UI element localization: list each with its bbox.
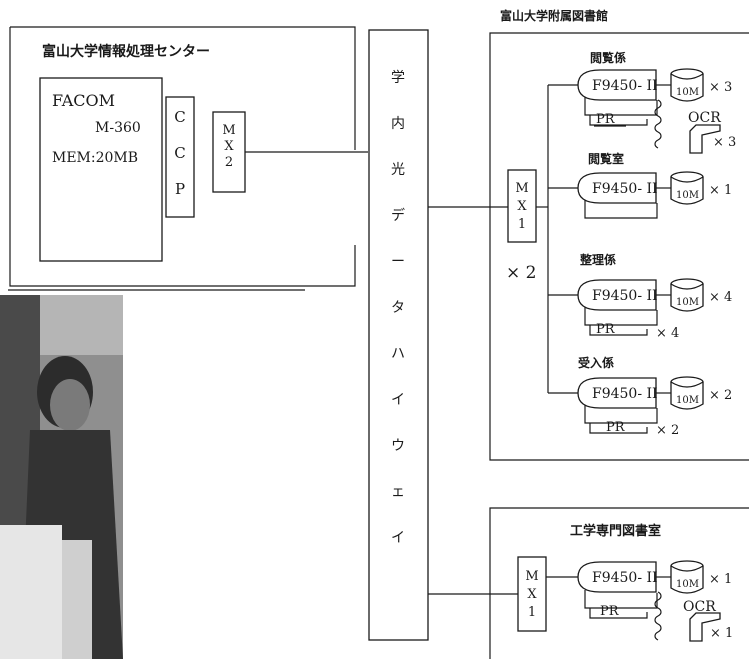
mx2-box: M X 2 [212, 111, 246, 193]
disk-count: × 1 [709, 572, 732, 587]
mx2-letter: 2 [225, 155, 233, 170]
terminal-label: F9450- II [592, 570, 658, 586]
mx1-letter: X [527, 587, 537, 602]
printer-label: PR [600, 604, 620, 619]
highway-char: ウ [391, 438, 405, 454]
disk-label: 10M [676, 297, 699, 308]
disk-label: 10M [676, 190, 699, 201]
mx1-letter: X [517, 199, 527, 214]
highway-char: 光 [391, 162, 405, 178]
mx1-box: M X 1 [517, 556, 547, 632]
printer-icon [584, 589, 658, 619]
printer-label: PR [606, 420, 626, 435]
section-name: 受入係 [578, 355, 614, 370]
mx2-letter: M [222, 123, 235, 138]
ccp-letter: C [174, 108, 185, 126]
section-name: 閲覧室 [588, 151, 624, 166]
mainframe-name: FACOM [52, 91, 115, 110]
mx1-letter: M [515, 181, 528, 196]
ccp-letter: P [175, 180, 185, 198]
printer-label: PR [596, 112, 616, 127]
coil-icon [654, 591, 662, 641]
section-acquisitions: 受入係 PR × 2 F9450- II 10M × 2 [577, 355, 732, 438]
highway-char: デ [391, 207, 405, 224]
section-reading-desk: 閲覧係 PR F9450- II 10M × 3 OCR × 3 [577, 50, 736, 154]
highway-char: ハ [391, 346, 405, 362]
disk-count: × 3 [709, 80, 732, 95]
mx1-letter: 1 [518, 217, 526, 232]
campus-data-highway: 学 内 光 デ ー タ ハ イ ウ ェ イ [368, 29, 429, 641]
computing-center-title: 富山大学情報処理センター [42, 43, 210, 60]
disk-label: 10M [676, 87, 699, 98]
terminal-label: F9450- II [592, 386, 658, 402]
section-cataloging: 整理係 PR × 4 F9450- II 10M × 4 [577, 252, 732, 341]
highway-char: ー [391, 254, 405, 270]
mainframe-memory: MEM:20MB [52, 150, 138, 166]
printer-count: × 2 [656, 423, 679, 438]
printer-count: × 4 [656, 326, 679, 341]
coil-icon [654, 99, 662, 149]
ocr-label: OCR [683, 599, 716, 615]
terminal-label: F9450- II [592, 181, 658, 197]
ccp-box: C C P [165, 96, 195, 218]
computing-center: 富山大学情報処理センター FACOM M-360 MEM:20MB C C P … [8, 26, 368, 291]
engineering-library: 工学専門図書室 M X 1 PR F9450- II 10M × 1 OCR ×… [428, 507, 749, 659]
section-name: 整理係 [579, 252, 616, 267]
section-reading-room: 閲覧室 F9450- II 10M × 1 [577, 151, 732, 219]
engineering-library-title: 工学専門図書室 [570, 523, 661, 539]
mx2-letter: X [224, 139, 234, 154]
ocr-label: OCR [688, 110, 721, 126]
photo [0, 295, 123, 659]
mainframe-model: M-360 [95, 120, 141, 136]
printer-label: PR [596, 322, 616, 337]
main-library: 富山大学附属図書館 M X 1 × 2 閲覧係 PR F9450- II 10M [428, 8, 749, 461]
mx1-letter: M [525, 569, 538, 584]
mx1-count: × 2 [506, 263, 536, 283]
terminal-label: F9450- II [592, 78, 658, 94]
terminal-label: F9450- II [592, 288, 658, 304]
highway-char: イ [391, 530, 405, 546]
mx1-box: M X 1 [507, 169, 537, 243]
highway-char: イ [391, 392, 405, 408]
highway-char: ェ [391, 484, 405, 500]
highway-char: 学 [391, 70, 405, 86]
disk-label: 10M [676, 395, 699, 406]
section-name: 閲覧係 [590, 50, 626, 65]
highway-char: タ [391, 300, 405, 316]
mainframe-box: FACOM M-360 MEM:20MB [39, 77, 163, 262]
mx1-letter: 1 [528, 605, 536, 620]
disk-label: 10M [676, 579, 699, 590]
highway-char: 内 [391, 116, 405, 132]
main-library-title: 富山大学附属図書館 [500, 8, 608, 23]
ocr-count: × 3 [713, 135, 736, 150]
disk-count: × 1 [709, 183, 732, 198]
disk-count: × 4 [709, 290, 732, 305]
ccp-letter: C [174, 144, 185, 162]
ocr-count: × 1 [710, 626, 733, 641]
disk-count: × 2 [709, 388, 732, 403]
